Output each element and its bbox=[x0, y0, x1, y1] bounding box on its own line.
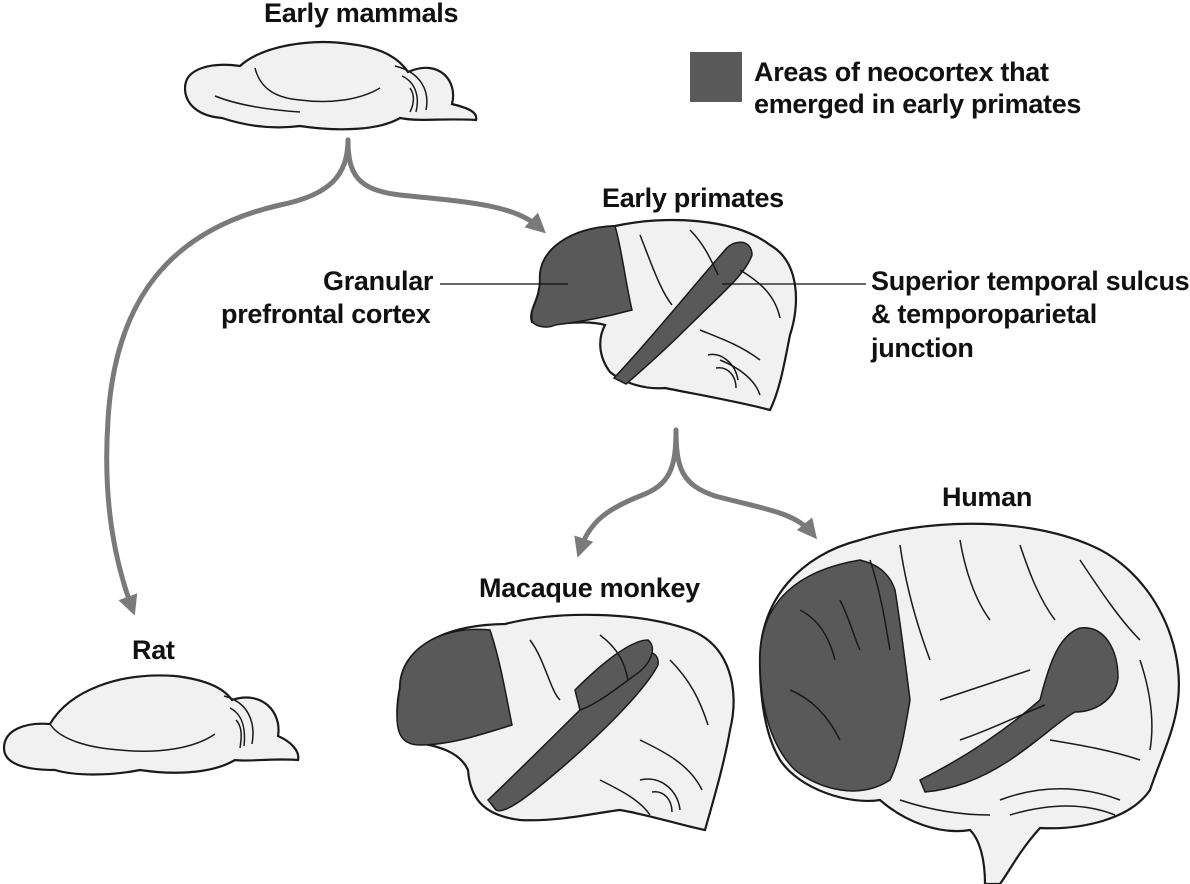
human-label: Human bbox=[942, 482, 1032, 512]
macaque-tpj-highlight bbox=[574, 639, 654, 711]
sts-label-line2: & temporoparietal bbox=[871, 299, 1097, 329]
legend-text-line2: emerged in early primates bbox=[754, 89, 1081, 119]
primate-sts-highlight bbox=[612, 241, 753, 385]
early-primates-label: Early primates bbox=[602, 183, 784, 213]
macaque-brain: Macaque monkey bbox=[396, 573, 735, 832]
rat-label: Rat bbox=[132, 635, 175, 665]
macaque-prefrontal-highlight bbox=[396, 628, 513, 746]
granular-label-line1: Granular bbox=[323, 266, 434, 296]
early-mammals-brain: Early mammals bbox=[183, 0, 478, 131]
early-primates-brain: Early primates bbox=[530, 183, 798, 412]
early-mammals-label: Early mammals bbox=[264, 0, 458, 28]
human-prefrontal-highlight bbox=[759, 559, 911, 792]
human-brain: Human bbox=[758, 482, 1180, 884]
primate-prefrontal-highlight bbox=[531, 225, 633, 328]
legend-swatch bbox=[690, 52, 742, 102]
rat-brain: Rat bbox=[2, 635, 300, 776]
granular-label-line2: prefrontal cortex bbox=[221, 299, 431, 329]
legend-text-line1: Areas of neocortex that bbox=[754, 57, 1049, 87]
sts-label-line1: Superior temporal sulcus bbox=[871, 266, 1189, 296]
granular-callout: Granular prefrontal cortex bbox=[221, 266, 568, 329]
evolution-arrows bbox=[104, 137, 818, 616]
arrow-mammals-to-rat bbox=[104, 137, 351, 616]
sts-callout: Superior temporal sulcus & temporopariet… bbox=[722, 266, 1190, 363]
arrow-mammals-to-primates bbox=[345, 137, 546, 234]
human-sts-highlight bbox=[919, 627, 1119, 793]
arrow-primates-to-human bbox=[673, 427, 818, 540]
arrow-primates-to-macaque bbox=[574, 427, 679, 558]
sts-label-line3: junction bbox=[870, 333, 974, 363]
legend: Areas of neocortex that emerged in early… bbox=[690, 52, 1081, 119]
macaque-label: Macaque monkey bbox=[479, 573, 700, 603]
macaque-sts-highlight bbox=[486, 651, 659, 812]
